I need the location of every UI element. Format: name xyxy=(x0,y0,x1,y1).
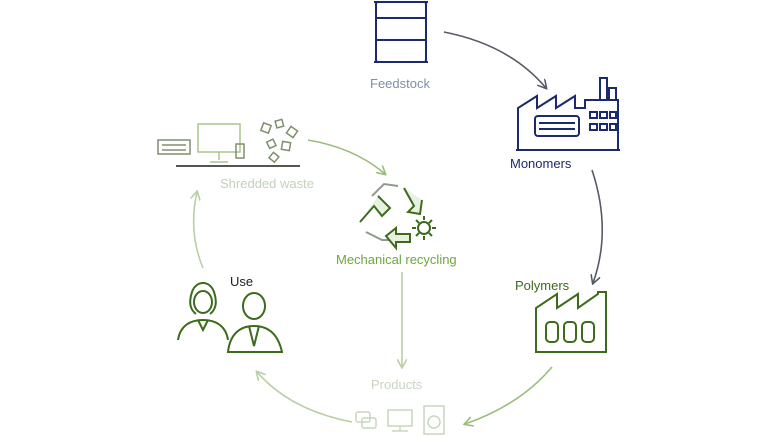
arrow-monomers-to-polymers xyxy=(592,169,604,283)
mechanical-recycling-label: Mechanical recycling xyxy=(336,252,457,267)
feedstock-label: Feedstock xyxy=(370,76,430,91)
oil-barrel-icon xyxy=(374,1,428,63)
arrow-shredded-to-recycling xyxy=(307,139,385,174)
recycle-gear-icon xyxy=(359,182,436,251)
household-products-icon xyxy=(355,405,445,435)
shredded-waste-label: Shredded waste xyxy=(220,176,314,191)
use-label: Use xyxy=(230,274,254,289)
monomers-label: Monomers xyxy=(510,156,572,171)
people-icon xyxy=(177,282,284,353)
chemical-plant-icon xyxy=(516,77,620,151)
arrow-products-to-use xyxy=(257,372,353,423)
arrow-use-to-shredded xyxy=(194,192,204,269)
polymers-label: Polymers xyxy=(515,278,570,293)
arrow-feedstock-to-monomers xyxy=(443,31,546,88)
electronics-waste-icon xyxy=(157,118,300,167)
factory-icon xyxy=(535,291,607,353)
products-label: Products xyxy=(371,377,423,392)
arrow-polymers-to-products xyxy=(465,366,553,424)
